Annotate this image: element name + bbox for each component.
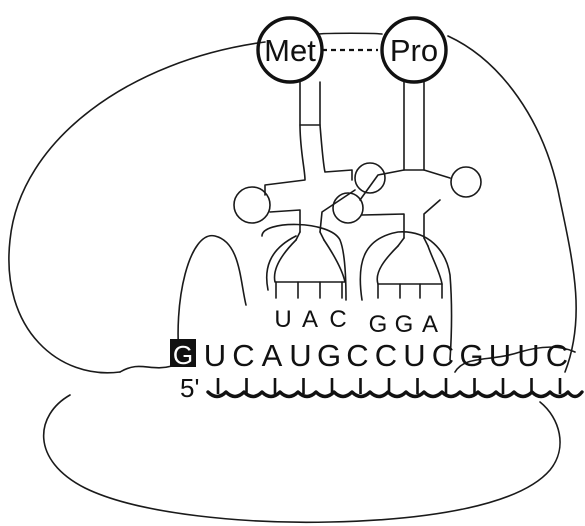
mrna-base: U <box>403 338 425 373</box>
anticodon-pro-base-2: G <box>395 311 414 338</box>
mrna-backbone <box>208 392 582 397</box>
mrna-base: U <box>289 338 311 373</box>
mrna-highlighted-base: G <box>173 340 193 370</box>
amino-acid-pro-label: Pro <box>390 33 438 68</box>
mrna-base: G <box>317 338 341 373</box>
mrna-backbone-ticks <box>218 378 560 394</box>
mrna-base: C <box>546 338 568 373</box>
large-subunit-outline <box>9 33 576 373</box>
small-subunit-outline <box>44 395 560 522</box>
mrna-base: C <box>346 338 368 373</box>
anticodon-pro-base-1: G <box>369 311 388 338</box>
mrna-base: C <box>375 338 397 373</box>
mrna-base: G <box>459 338 483 373</box>
amino-acid-met-label: Met <box>264 33 316 68</box>
mrna-base: U <box>517 338 539 373</box>
mrna-base: U <box>204 338 226 373</box>
mrna-five-prime-label: 5' <box>180 373 199 403</box>
anticodon-met-base-3: C <box>329 306 346 333</box>
anticodon-met-base-1: U <box>274 306 291 333</box>
anticodon-pro-base-3: A <box>422 311 438 338</box>
trna-met <box>234 82 385 300</box>
mrna-base: U <box>489 338 511 373</box>
mrna-base: C <box>232 338 254 373</box>
mrna-base: C <box>432 338 454 373</box>
mrna-base: A <box>262 338 283 373</box>
anticodon-met-base-2: A <box>302 306 318 333</box>
ribosome-inner-site-left <box>120 366 172 372</box>
